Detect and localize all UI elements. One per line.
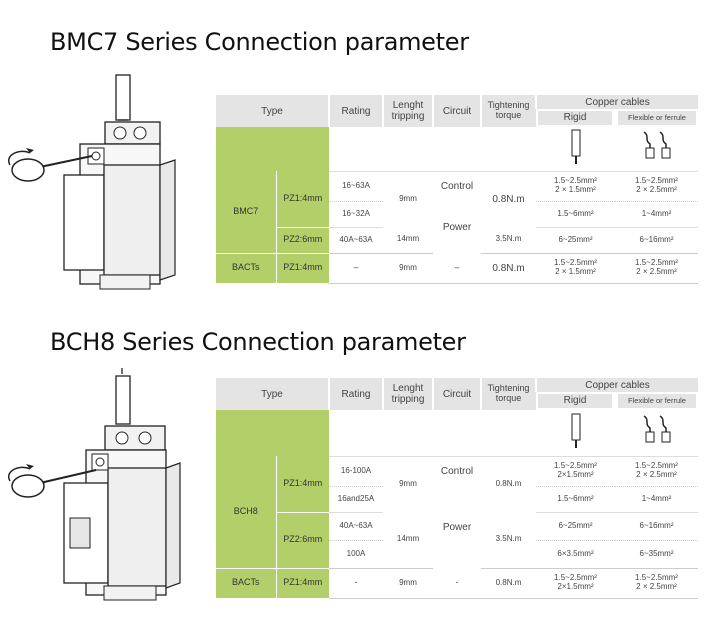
flex-cell: 6~16mm² [615, 227, 699, 254]
rating-cell: 16~32A [329, 201, 383, 228]
rigid-wire-icon [571, 413, 580, 449]
torque-cell: 3.5N.m [481, 512, 536, 569]
rating-cell: 16and25A [329, 486, 383, 513]
rating-cell: – [329, 253, 383, 284]
rating-cell: 16~63A [329, 171, 383, 202]
pz2-cell: PZ2:6mm [275, 226, 329, 253]
circuit-cell: - [433, 568, 481, 599]
pz2-cell: PZ2:6mm [275, 511, 329, 568]
header-type: Type [216, 95, 329, 127]
green-blank-cell [216, 127, 329, 171]
flex-cell: 6~16mm² [615, 512, 699, 541]
flexible-wire-icon [643, 131, 670, 159]
model-bmc7: BMC7 [216, 171, 276, 253]
torque-cell: 0.8N.m [481, 253, 536, 284]
rating-cell: 100A [329, 540, 383, 569]
header-rating: Rating [328, 95, 383, 127]
rigid-cell: 1.5~6mm² [536, 486, 615, 513]
header-type: Type [216, 378, 329, 410]
circuit-power: Power [442, 521, 472, 533]
length-cell: 9mm [399, 478, 417, 488]
circuit-power: Power [442, 221, 472, 233]
header-copper-cables: Copper cables [534, 378, 699, 392]
rating-cell: 40A~63A [329, 511, 383, 541]
rigid-cell: 6~25mm² [536, 512, 615, 541]
header-flexible: Flexible or ferrule [618, 111, 697, 125]
rating-cell: 40A~63A [329, 226, 383, 254]
rating-cell: 16-100A [329, 456, 383, 487]
section-title-bmc7: BMC7 Series Connection parameter [50, 28, 469, 56]
header-copper-cables: Copper cables [534, 95, 699, 109]
torque-cell: 0.8N.m [481, 568, 536, 599]
model-bacts: BACTs [216, 567, 276, 598]
flexible-wire-icon [643, 415, 670, 443]
length-cell: 9mm [399, 193, 417, 203]
pz1-cell: PZ1:4mm [275, 171, 329, 227]
contactor-wiring-illustration [7, 368, 181, 601]
pz1-cell: PZ1:4mm [275, 456, 329, 512]
circuit-control: Control [440, 180, 474, 192]
flex-cell: 1~4mm² [615, 486, 699, 513]
header-rigid: Rigid [538, 394, 612, 408]
contactor-wiring-illustration [7, 74, 176, 290]
pz1-cell: PZ1:4mm [275, 567, 329, 598]
length-cell: 14mm [383, 512, 433, 569]
pz1-cell: PZ1:4mm [275, 252, 329, 283]
rating-cell: - [329, 568, 383, 599]
green-blank-cell [216, 410, 329, 456]
rigid-wire-icon [571, 129, 580, 165]
torque-cell: 0.8N.m [495, 478, 522, 488]
length-cell: 9mm [383, 568, 433, 599]
torque-cell: 3.5N.m [481, 227, 536, 254]
section-title-bch8: BCH8 Series Connection parameter [50, 328, 466, 356]
length-cell: 9mm [383, 253, 433, 284]
model-bacts: BACTs [216, 252, 276, 283]
rigid-cell: 6×3.5mm² [536, 540, 615, 569]
header-circuit: Circuit [432, 378, 481, 410]
header-flexible: Flexible or ferrule [618, 394, 697, 408]
rigid-cell: 1.5~6mm² [536, 201, 615, 228]
torque-cell: 0.8N.m [492, 193, 525, 205]
flex-cell: 1~4mm² [615, 201, 699, 228]
circuit-control: Control [440, 465, 474, 477]
model-bch8: BCH8 [216, 456, 276, 568]
length-cell: 14mm [383, 227, 433, 254]
flex-cell: 6~35mm² [615, 540, 699, 569]
header-rating: Rating [328, 378, 383, 410]
rigid-cell: 6~25mm² [536, 227, 615, 254]
circuit-cell: – [433, 253, 481, 284]
header-circuit: Circuit [432, 95, 481, 127]
header-rigid: Rigid [538, 111, 612, 125]
